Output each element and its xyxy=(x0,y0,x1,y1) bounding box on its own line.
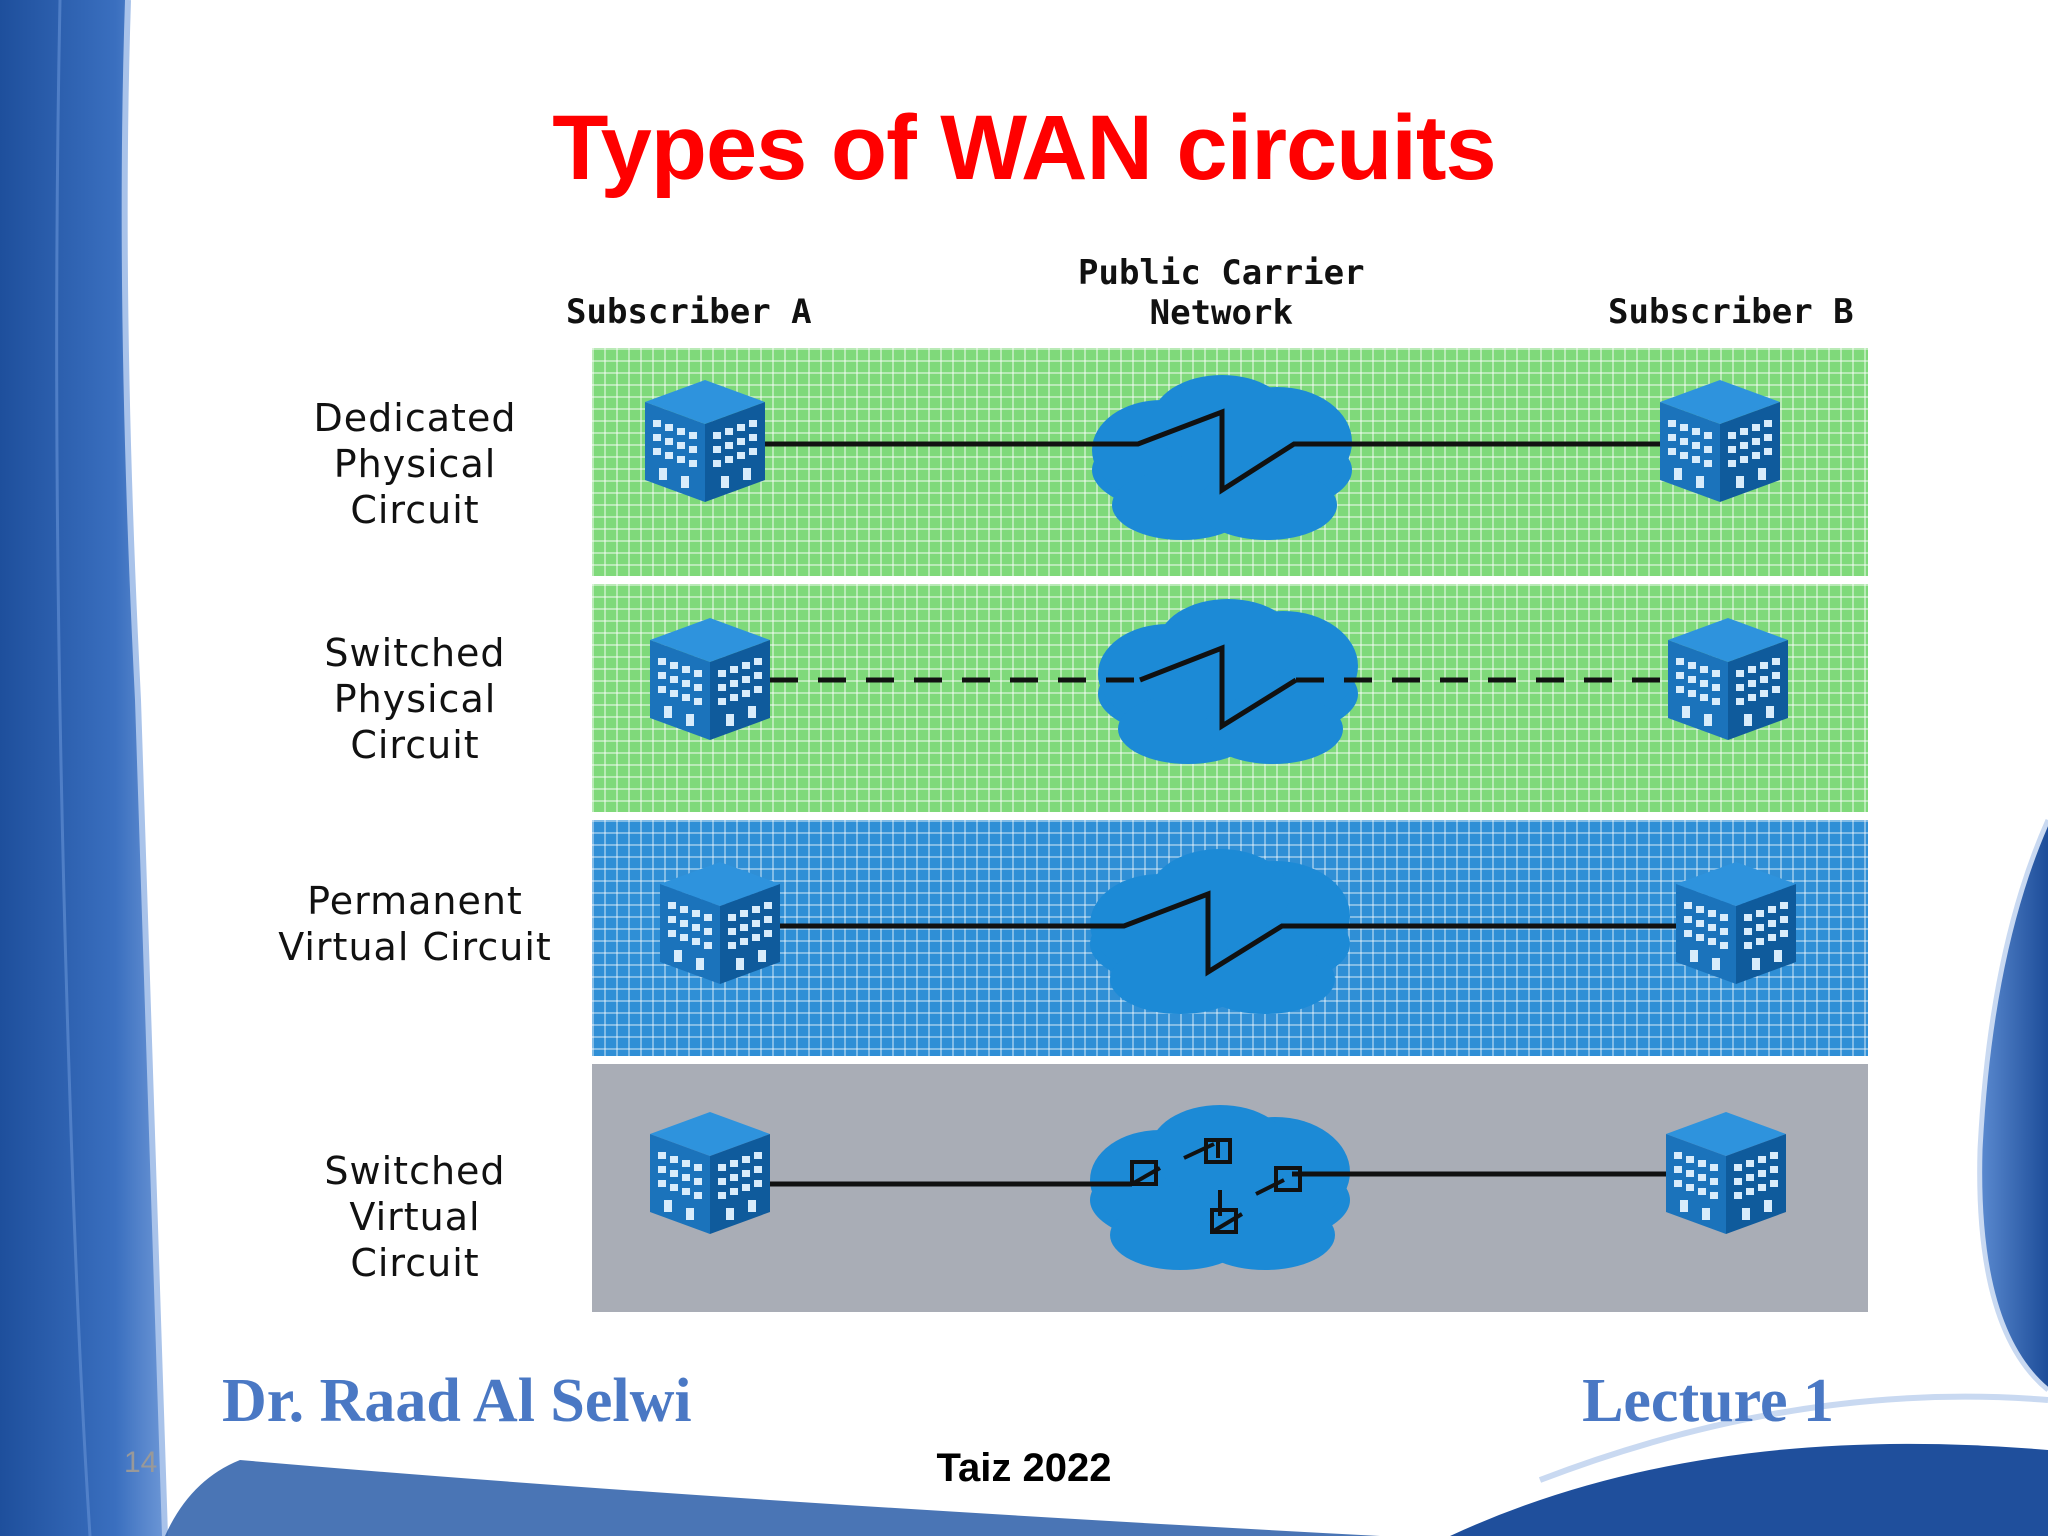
row-label-line: Permanent xyxy=(307,879,523,923)
slide-title: Types of WAN circuits xyxy=(552,97,1496,199)
cloud-icon xyxy=(1090,849,1350,1014)
header-carrier-line1: Public Carrier xyxy=(1078,253,1365,293)
band-dedicated-physical-circuit xyxy=(592,348,1868,576)
cloud-icon xyxy=(1090,1105,1350,1270)
header-subscriber-a: Subscriber A xyxy=(566,292,812,332)
band-switched-physical-circuit xyxy=(592,584,1868,812)
row-label-line: Physical xyxy=(333,677,497,721)
switch-nodes xyxy=(1130,1138,1302,1234)
row-label-line: Circuit xyxy=(350,488,480,532)
switch-link xyxy=(1255,1178,1285,1196)
office-building-icon xyxy=(1668,618,1788,740)
row-label-switched-physical-circuit: Switched Physical Circuit xyxy=(230,630,600,768)
row-label-line: Virtual xyxy=(349,1195,481,1239)
footer-lecture: Lecture 1 xyxy=(1582,1367,1834,1435)
row-label-line: Circuit xyxy=(350,1241,480,1285)
row-label-switched-virtual-circuit: Switched Virtual Circuit xyxy=(230,1148,600,1286)
row-label-line: Dedicated xyxy=(313,396,517,440)
slide-number: 14 xyxy=(124,1446,158,1479)
row-label-line: Switched xyxy=(324,631,506,675)
circuit-line xyxy=(765,408,1660,495)
office-building-icon xyxy=(645,380,765,502)
switch-node-icon xyxy=(1130,1160,1158,1186)
row-switched-virtual-circuit xyxy=(650,1105,1786,1270)
office-building-icon xyxy=(660,862,780,984)
row-switched-physical-circuit xyxy=(650,599,1788,764)
switch-node-icon xyxy=(1210,1208,1238,1234)
row-label-line: Circuit xyxy=(350,723,480,767)
row-label-line: Physical xyxy=(333,442,497,486)
footer-place-year: Taiz 2022 xyxy=(936,1446,1112,1490)
office-building-icon xyxy=(1666,1112,1786,1234)
office-building-icon xyxy=(650,1112,770,1234)
row-label-line: Switched xyxy=(324,1149,506,1193)
row-label-dedicated-physical-circuit: Dedicated Physical Circuit xyxy=(230,395,600,533)
circuit-switch-symbol xyxy=(1139,644,1298,731)
header-carrier-line2: Network xyxy=(1149,293,1293,333)
footer-author: Dr. Raad Al Selwi xyxy=(222,1367,692,1435)
switch-node-icon xyxy=(1274,1166,1302,1192)
switch-link xyxy=(1183,1142,1215,1160)
row-label-permanent-virtual-circuit: Permanent Virtual Circuit xyxy=(230,878,600,970)
header-public-carrier-network: Public Carrier Network xyxy=(1078,253,1365,333)
circuit-line xyxy=(780,890,1676,977)
switch-link xyxy=(1210,1212,1244,1234)
header-subscriber-b: Subscriber B xyxy=(1608,292,1854,332)
row-label-line: Virtual Circuit xyxy=(278,925,552,969)
row-dedicated-physical-circuit xyxy=(645,375,1780,540)
row-permanent-virtual-circuit xyxy=(660,849,1796,1014)
office-building-icon xyxy=(1676,862,1796,984)
office-building-icon xyxy=(650,618,770,740)
switch-link xyxy=(1131,1166,1161,1186)
office-building-icon xyxy=(1660,380,1780,502)
